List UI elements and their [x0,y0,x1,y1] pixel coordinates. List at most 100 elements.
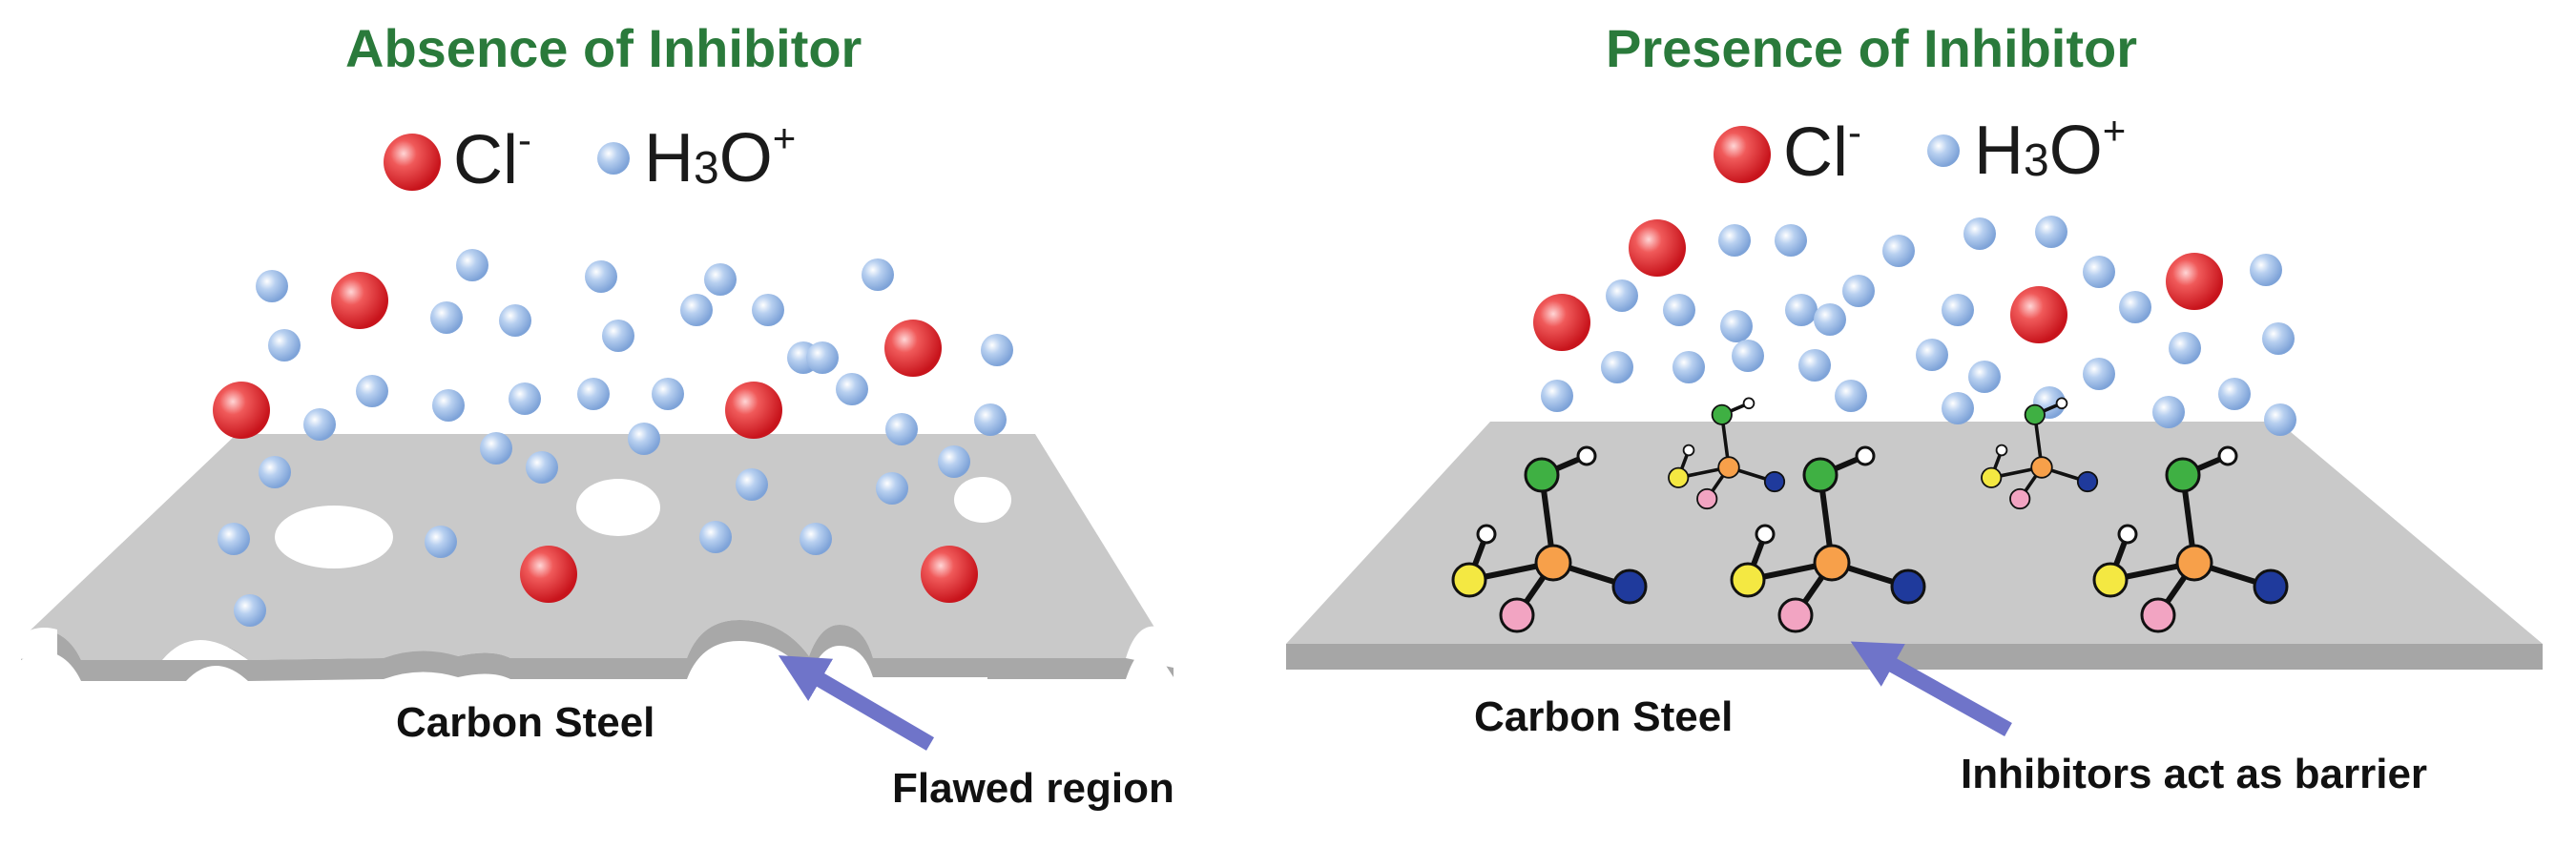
chloride-ion [2010,286,2067,343]
hydronium-ion [1814,303,1846,336]
hydronium-ion [2035,216,2067,248]
inhibitor-molecule [1451,445,1648,633]
hydronium-ion [1942,392,1974,424]
chloride-symbol: Cl [1783,114,1848,191]
chloride-charge: - [1848,110,1861,155]
right-annotation: Inhibitors act as barrier [1961,751,2428,797]
left-surface-label: Carbon Steel [396,699,655,746]
hydronium-ion [652,378,684,410]
chloride-ion [1533,294,1590,351]
hydronium-ion [1732,340,1764,372]
hydronium-ion [836,373,868,405]
chloride-symbol: Cl [453,122,518,198]
hydronium-ion [2262,322,2295,355]
right-surface-label: Carbon Steel [1474,693,1734,740]
hydronium-ion [699,521,732,553]
hydronium-ion [602,320,634,352]
hydronium-ion [1775,224,1807,257]
hydronium-symbol-o: O [718,120,773,196]
hydronium-ion [2264,403,2296,436]
hydronium-ion [2169,332,2201,364]
hydronium-ion [509,382,541,415]
hydronium-ion [2152,396,2185,428]
hydronium-ion [704,263,737,296]
inhibitor-molecule-small [1668,397,1786,510]
hydronium-ion [259,456,291,488]
hydronium-ion [2250,254,2282,286]
hydronium-ion [752,294,784,326]
left-panel-title: Absence of Inhibitor [345,18,862,78]
hydronium-ion [1663,294,1695,326]
hydronium-ion [1606,279,1638,312]
hydronium-ion [256,270,288,302]
hydronium-ion [876,472,908,505]
chloride-ion [2166,253,2223,310]
chloride-ion [1629,219,1686,277]
hydronium-ion [1672,351,1705,383]
hydronium-ion [430,301,463,334]
left-annotation: Flawed region [892,765,1174,812]
hydronium-ion [2218,378,2251,410]
right-ions [1533,216,2296,436]
hydronium-charge: + [772,115,797,160]
hydronium-ion [234,594,266,627]
hydronium-subscript: 3 [2024,135,2049,186]
hydronium-ion [268,329,301,362]
hydronium-ion [974,403,1007,436]
hydronium-ion [218,523,250,555]
hydronium-ion [800,523,832,555]
chloride-charge: - [518,117,531,162]
hydronium-ion [806,341,839,374]
hydronium-ion [425,526,457,558]
pit-hole [576,479,660,536]
hydronium-ion [938,445,970,478]
hydronium-ion [1882,235,1915,267]
hydronium-ion [1720,310,1753,342]
left-steel-plate [0,434,1174,681]
hydronium-ion [1835,380,1867,412]
hydronium-ion [480,432,512,465]
inhibitor-molecule [1730,445,1926,633]
hydronium-symbol-h: H [644,120,694,196]
legend-chloride-swatch [384,134,441,191]
right-panel-title: Presence of Inhibitor [1606,18,2137,78]
hydronium-ion [303,408,336,441]
hydronium-ion [1916,339,1948,371]
hydronium-ion [526,451,558,484]
hydronium-ion [628,423,660,455]
hydronium-ion [2119,291,2151,323]
hydronium-ion [1798,349,1831,382]
barrier-arrow [1850,641,2012,736]
hydronium-charge: + [2102,108,2127,153]
chloride-ion [520,546,577,603]
hydronium-ion [585,260,617,293]
chloride-ion [213,382,270,439]
hydronium-ion [577,378,610,410]
hydronium-ion [885,413,918,445]
hydronium-ion [2083,358,2115,390]
right-steel-plate [1286,422,2543,670]
hydronium-ion [432,389,465,422]
legend-hydronium-swatch [1927,134,1960,167]
legend-chloride-swatch [1714,126,1771,183]
chloride-ion [725,382,782,439]
flawed-region-arrow [778,655,935,751]
inhibitor-molecule [2092,445,2289,633]
left-legend-hydronium: H3O+ [644,118,796,194]
chloride-ion [331,272,388,329]
hydronium-ion [736,468,768,501]
hydronium-ion [1718,224,1751,257]
hydronium-ion [862,258,894,291]
pit-hole [275,506,393,568]
right-legend-chloride: Cl- [1783,113,1861,188]
hydronium-ion [356,375,388,407]
pit-hole [954,477,1011,523]
left-legend-chloride: Cl- [453,120,531,196]
left-ions [213,249,1013,627]
hydronium-ion [1541,380,1573,412]
hydronium-ion [499,304,531,337]
hydronium-ion [1963,217,1996,250]
hydronium-ion [1842,275,1875,307]
